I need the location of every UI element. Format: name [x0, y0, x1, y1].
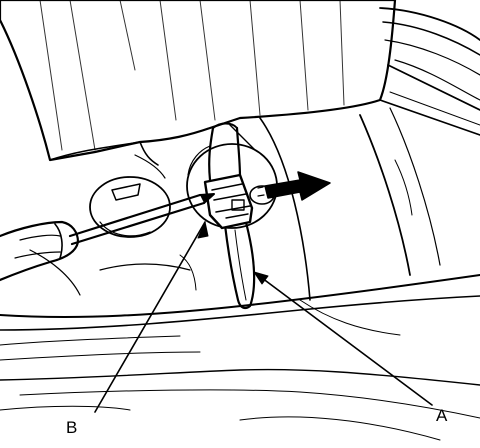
callout-leaders [94, 221, 433, 413]
right-body-structure [229, 7, 480, 301]
removal-direction-arrow-icon [257, 171, 331, 201]
leader-arrow-a [253, 271, 269, 285]
callout-label-a: A [436, 406, 448, 425]
callout-label-b: B [66, 418, 78, 437]
wire-harness-icon [208, 122, 256, 310]
leader-line-b [94, 221, 206, 413]
body-contours [29, 154, 413, 296]
lower-floor-panel [0, 274, 480, 441]
leader-arrow-b [197, 221, 209, 239]
access-hole [89, 176, 171, 238]
screwdriver-icon [0, 193, 215, 282]
leader-line-a [253, 271, 433, 406]
harness-clip-icon [203, 173, 254, 230]
upper-trim-panel [0, 0, 397, 166]
